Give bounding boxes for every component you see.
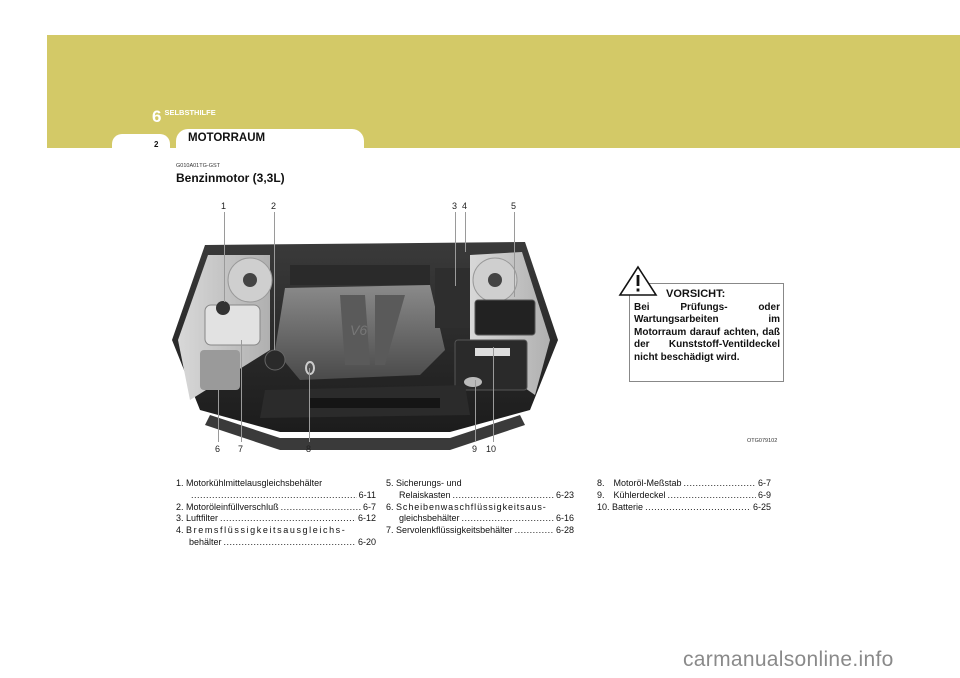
callout-5: 5 (511, 201, 517, 211)
section-title-tab (176, 129, 364, 151)
legend-column-3: 8. Motoröl-Meßstab6-7 9. Kühlerdeckel6-9… (597, 478, 771, 513)
callout-2-leader (274, 212, 275, 350)
callout-7: 7 (238, 444, 244, 454)
legend-item-4: 4. Bremsflüssigkeitsausgleichs- (176, 525, 347, 536)
legend-item-8: 8. Motoröl-Meßstab6-7 (597, 478, 771, 490)
legend-item-5: 5. Sicherungs- und (386, 478, 462, 488)
caution-text: Bei Prüfungs- oder Wartungsarbeiten im M… (634, 302, 780, 363)
engine-bay-illustration: V6 (170, 200, 560, 455)
callout-8-leader (309, 368, 310, 442)
legend-item-10: 10. Batterie6-25 (597, 502, 771, 514)
legend-item-2: 2. Motoröleinfüllverschluß6-7 (176, 502, 376, 514)
callout-2: 2 (271, 201, 277, 211)
callout-6: 6 (215, 444, 221, 454)
page-number-tab (112, 134, 170, 150)
page-heading: Benzinmotor (3,3L) (176, 171, 285, 185)
callout-5-leader (514, 212, 515, 297)
callout-3: 3 (452, 201, 458, 211)
image-code: OTG079102 (747, 438, 778, 444)
callout-10-leader (493, 347, 494, 442)
callout-9: 9 (472, 444, 478, 454)
legend-column-1: 1. Motorkühlmittelausgleichsbehälter 6-1… (176, 478, 376, 549)
warning-triangle-icon (618, 265, 658, 296)
callout-6-leader (218, 355, 219, 442)
chapter-label: 6 SELBSTHILFE (152, 108, 216, 125)
legend-column-2: 5. Sicherungs- und Relaiskasten6-23 6. S… (386, 478, 574, 537)
callout-3-leader (455, 212, 456, 286)
callout-1: 1 (221, 201, 227, 211)
callout-1-leader (224, 212, 225, 302)
legend-item-7: 7. Servolenkflüssigkeitsbehälter6-28 (386, 525, 574, 537)
legend-item-9: 9. Kühlerdeckel6-9 (597, 490, 771, 502)
callout-4-leader (465, 212, 466, 252)
svg-text:V6: V6 (350, 322, 367, 338)
site-watermark: carmanualsonline.info (683, 648, 894, 671)
caution-title: VORSICHT: (666, 288, 726, 300)
legend-item-1: 1. Motorkühlmittelausgleichsbehälter (176, 478, 323, 488)
caution-box (629, 283, 784, 382)
page-number: 2 (154, 140, 159, 149)
callout-9-leader (475, 380, 476, 442)
chapter-number: 6 (152, 107, 162, 126)
legend-item-6: 6. Scheibenwaschflüssigkeitsaus- (386, 501, 547, 512)
callout-4: 4 (462, 201, 468, 211)
legend-item-3: 3. Luftfilter6-12 (176, 513, 376, 525)
chapter-title: SELBSTHILFE (164, 108, 216, 117)
callout-8: 8 (306, 444, 312, 454)
callout-10: 10 (486, 444, 497, 454)
callout-7-leader (241, 340, 242, 442)
section-code: G010A01TG-GST (176, 163, 221, 169)
section-title: MOTORRAUM (188, 132, 266, 144)
